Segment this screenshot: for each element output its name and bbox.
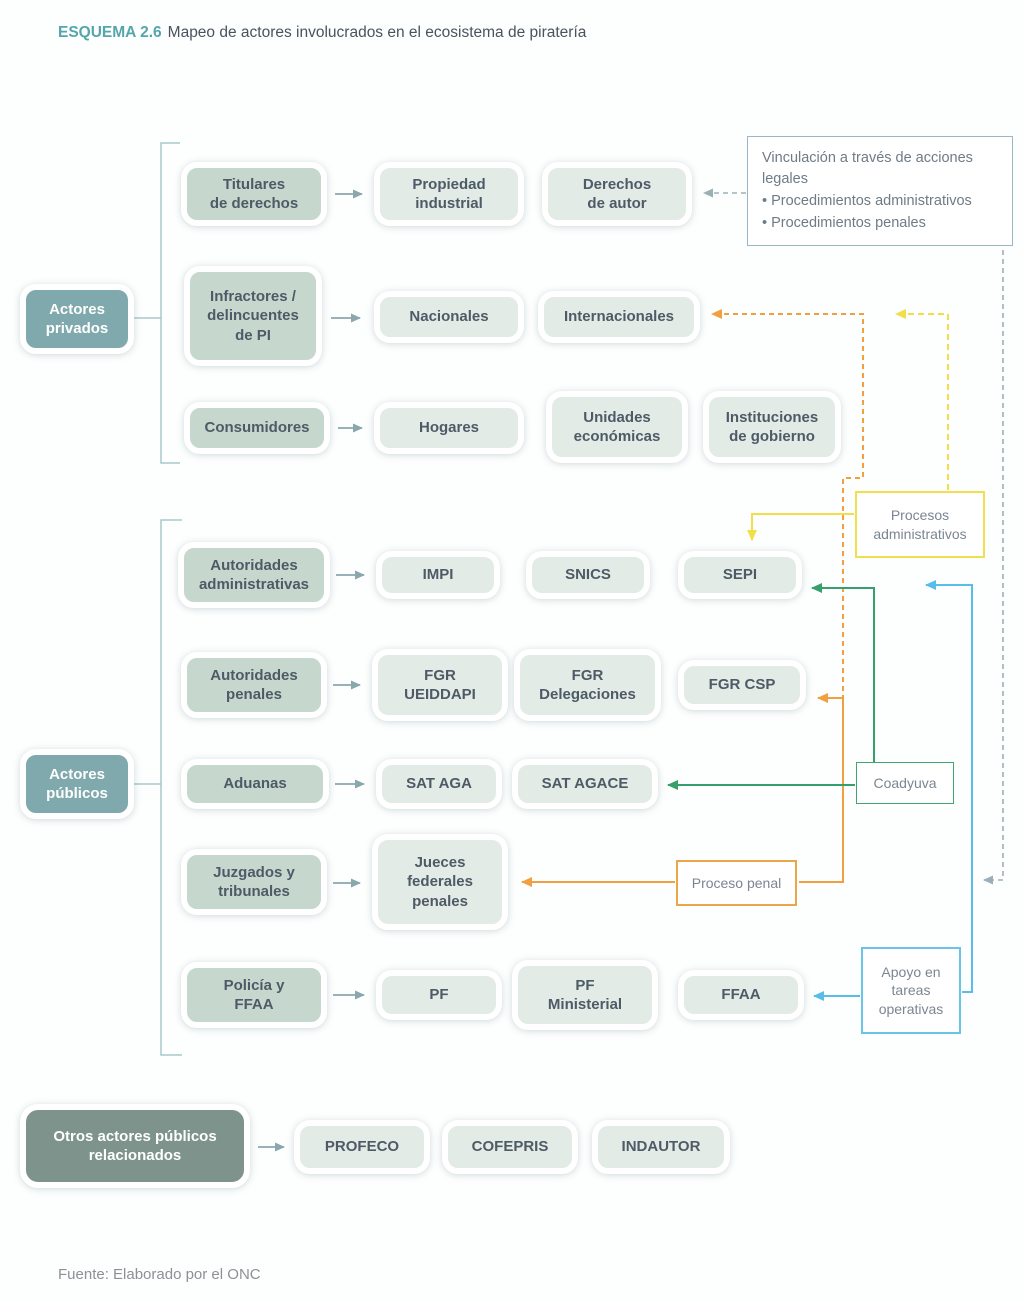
node-fgr-csp: FGR CSP [678,660,806,710]
node-autoridades-penales: Autoridades penales [181,652,327,718]
node-fgr-delegaciones: FGR Delegaciones [514,649,661,721]
node-sat-aga: SAT AGA [376,759,502,809]
vinculacion-bullet-2: • Procedimientos penales [762,214,926,231]
node-pf: PF [376,970,502,1020]
node-internacionales: Internacionales [538,291,700,343]
node-titulares-de-derechos: Titulares de derechos [181,162,327,226]
bracket-public [160,519,182,1056]
node-pf-ministerial: PF Ministerial [512,960,658,1030]
node-nacionales: Nacionales [374,291,524,343]
node-consumidores: Consumidores [184,402,330,454]
source-note: Fuente: Elaborado por el ONC [58,1266,261,1283]
node-fgr-ueiddapi: FGR UEIDDAPI [372,649,508,721]
bracket-private [160,142,180,464]
node-jueces-federales-penales: Jueces federales penales [372,834,508,930]
dashed-vinculacion-to-proceso-penal [983,250,1004,885]
node-unidades-economicas: Unidades económicas [546,391,688,463]
callout-apoyo-tareas-operativas: Apoyo en tareas operativas [861,947,961,1034]
group-actores-privados: Actores privados [20,284,134,354]
vinculacion-title: Vinculación a través de acciones legales [762,149,973,188]
node-aduanas: Aduanas [181,759,329,809]
arrow-procesos-admin-to-sepi [747,513,854,541]
callout-coadyuva: Coadyuva [856,762,954,804]
group-otros-actores: Otros actores públicos relacionados [20,1104,250,1188]
callout-procesos-administrativos: Procesos administrativos [855,491,985,558]
node-policia-ffaa: Policía y FFAA [181,962,327,1028]
callout-proceso-penal: Proceso penal [676,860,797,906]
node-juzgados-tribunales: Juzgados y tribunales [181,849,327,915]
group-actores-publicos: Actores públicos [20,749,134,819]
node-hogares: Hogares [374,402,524,454]
node-sepi: SEPI [678,551,802,599]
node-propiedad-industrial: Propiedad industrial [374,162,524,226]
node-derechos-de-autor: Derechos de autor [542,162,692,226]
dashed-yellow-procesos-admin-up [895,309,949,490]
node-profeco: PROFECO [294,1120,430,1174]
node-autoridades-administrativas: Autoridades administrativas [178,542,330,608]
node-sat-agace: SAT AGACE [512,759,658,809]
arrow-coadyuva-to-sepi [811,583,875,762]
node-impi: IMPI [376,551,500,599]
dashed-orange-to-internacionales [711,309,864,700]
schema-number: ESQUEMA 2.6 [58,24,162,41]
callout-vinculacion: Vinculación a través de acciones legales… [747,136,1013,246]
vinculacion-bullet-1: • Procedimientos administrativos [762,193,972,209]
arrow-apoyo-up [925,580,973,993]
node-ffaa: FFAA [678,970,804,1020]
node-indautor: INDAUTOR [592,1120,730,1174]
line-orange-to-proceso-penal-box [799,700,844,883]
node-snics: SNICS [526,551,650,599]
page-title: ESQUEMA 2.6 Mapeo de actores involucrados… [58,24,586,42]
node-infractores: Infractores / delincuentes de PI [184,266,322,366]
node-instituciones-gobierno: Instituciones de gobierno [703,391,841,463]
node-cofepris: COFEPRIS [442,1120,578,1174]
schema-title-text: Mapeo de actores involucrados en el ecos… [167,24,587,41]
